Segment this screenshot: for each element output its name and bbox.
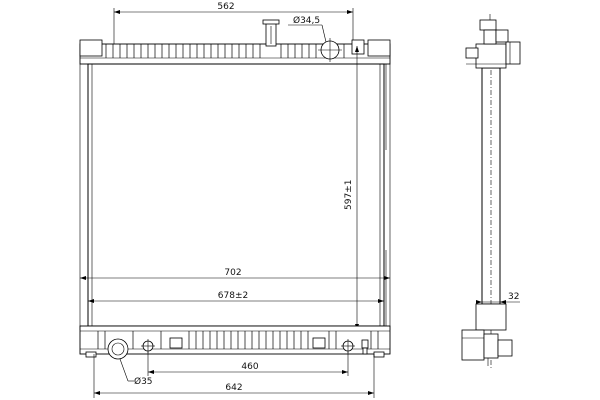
bottom-tank-ribs xyxy=(97,331,379,349)
outlet-pipe xyxy=(107,338,129,360)
label-height: 597±1 xyxy=(344,180,354,210)
side-view: 32 xyxy=(461,14,521,368)
label-core-width: 678±2 xyxy=(218,291,248,301)
front-view: 562 Ø34,5 xyxy=(79,2,391,398)
label-overall-width: 702 xyxy=(224,268,241,278)
label-side-depth: 32 xyxy=(508,292,519,302)
dimension-overall-width: 702 xyxy=(80,268,390,280)
dimension-bottom-width: 642 xyxy=(93,354,375,398)
top-tank-ribs xyxy=(105,44,345,58)
mount-boss-right xyxy=(341,339,355,353)
side-top-tank xyxy=(465,14,521,69)
label-bottom-width: 642 xyxy=(225,383,242,393)
mount-boss-left xyxy=(141,339,155,353)
dimension-side-depth: 32 xyxy=(476,292,520,304)
dimension-height: 597±1 xyxy=(344,46,359,330)
dimension-lower-spacing: 460 xyxy=(147,352,349,376)
label-drain-diameter: Ø35 xyxy=(134,376,153,387)
label-cap-diameter: Ø34,5 xyxy=(293,15,320,26)
label-top-width: 562 xyxy=(217,2,234,12)
top-tank: Ø34,5 xyxy=(79,15,391,65)
inlet-pipe xyxy=(318,38,342,62)
filler-neck xyxy=(262,19,280,47)
bottom-tank xyxy=(79,325,391,360)
side-bottom-tank xyxy=(461,303,513,366)
dimension-top-width: 562 xyxy=(114,2,353,14)
label-lower-spacing: 460 xyxy=(241,362,258,372)
dimension-core-width: 678±2 xyxy=(88,291,384,303)
